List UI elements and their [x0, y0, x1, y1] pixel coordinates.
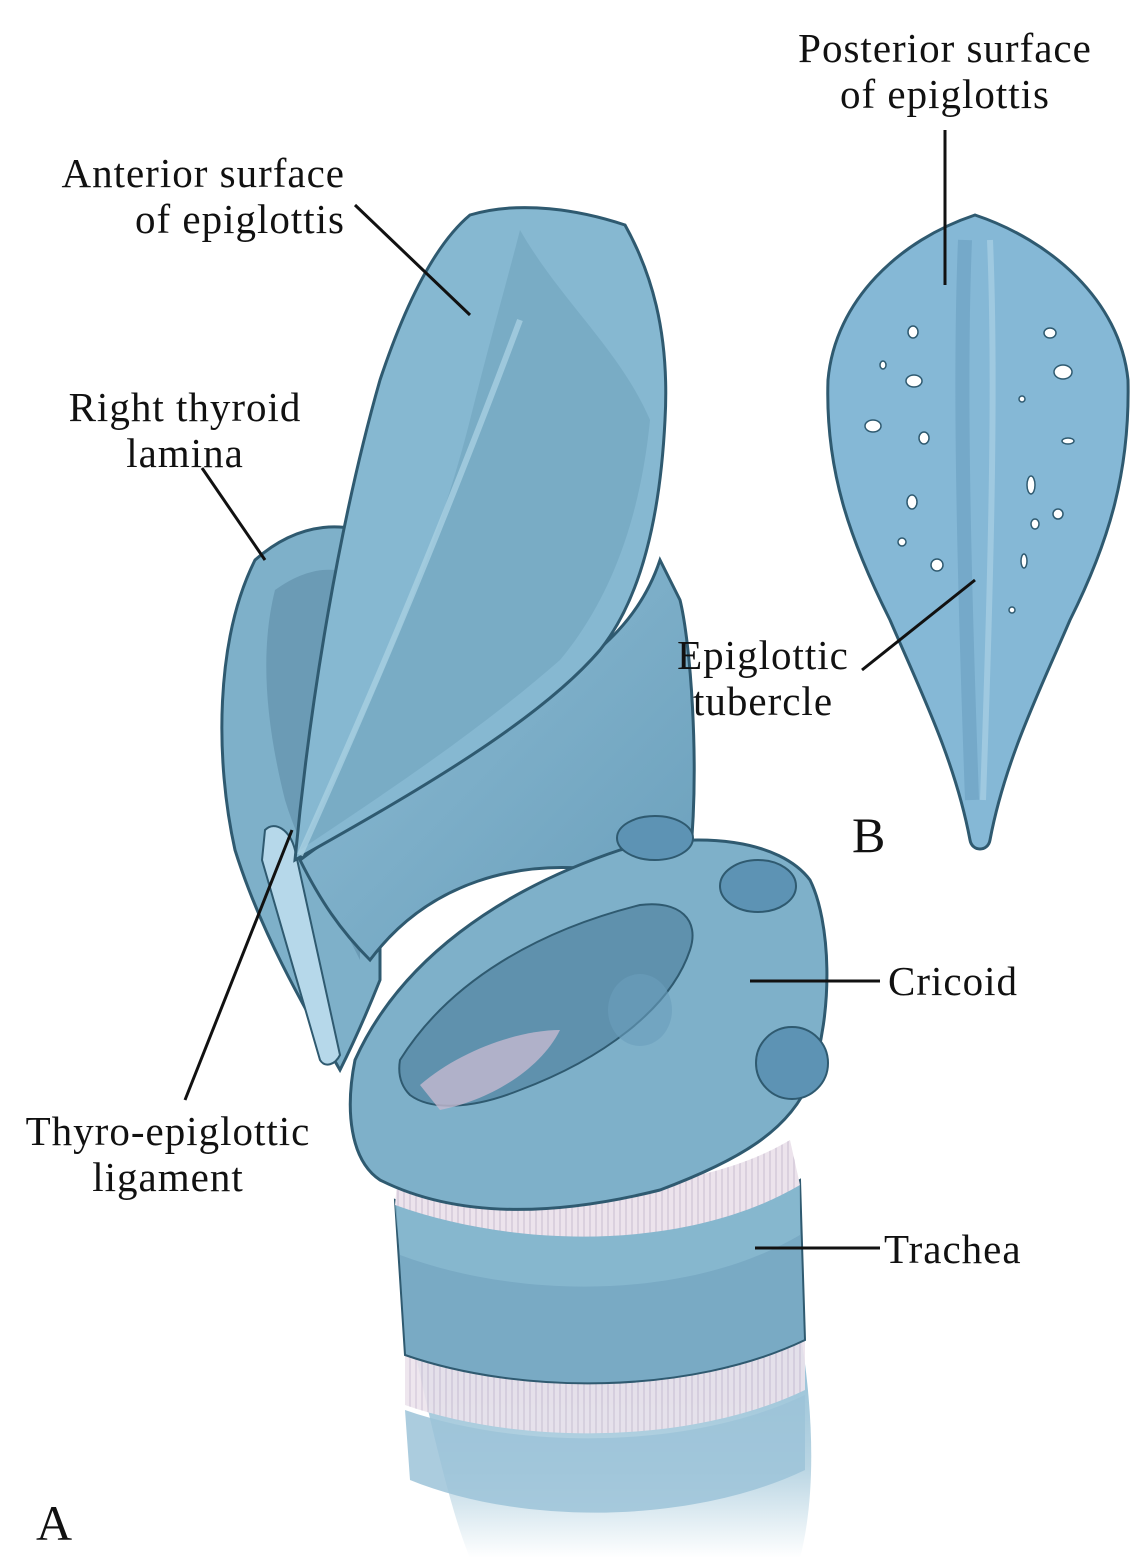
- label-right-thyroid-lamina-line1: Right thyroid: [55, 384, 315, 430]
- label-anterior-surface: Anterior surface of epiglottis: [20, 150, 345, 242]
- label-thyro-epiglottic-ligament: Thyro-epiglottic ligament: [18, 1108, 318, 1200]
- leader-right-thyroid-lamina: [202, 468, 265, 560]
- label-thyro-epiglottic-ligament-line2: ligament: [18, 1154, 318, 1200]
- label-epiglottic-tubercle: Epiglottic tubercle: [668, 632, 858, 724]
- label-posterior-surface-line2: of epiglottis: [770, 71, 1120, 117]
- leader-thyro-epiglottic: [185, 830, 292, 1100]
- label-thyro-epiglottic-ligament-line1: Thyro-epiglottic: [18, 1108, 318, 1154]
- label-trachea: Trachea: [884, 1226, 1022, 1272]
- label-epiglottic-tubercle-line1: Epiglottic: [668, 632, 858, 678]
- label-anterior-surface-line2: of epiglottis: [20, 196, 345, 242]
- posterior-epiglottis-shape: [828, 215, 1128, 849]
- label-posterior-surface: Posterior surface of epiglottis: [770, 25, 1120, 117]
- panel-label-b: B: [852, 808, 885, 862]
- label-right-thyroid-lamina-line2: lamina: [55, 430, 315, 476]
- panel-label-a: A: [36, 1496, 72, 1550]
- label-right-thyroid-lamina: Right thyroid lamina: [55, 384, 315, 476]
- label-epiglottic-tubercle-line2: tubercle: [668, 678, 858, 724]
- label-cricoid: Cricoid: [888, 958, 1018, 1004]
- label-anterior-surface-line1: Anterior surface: [20, 150, 345, 196]
- label-posterior-surface-line1: Posterior surface: [770, 25, 1120, 71]
